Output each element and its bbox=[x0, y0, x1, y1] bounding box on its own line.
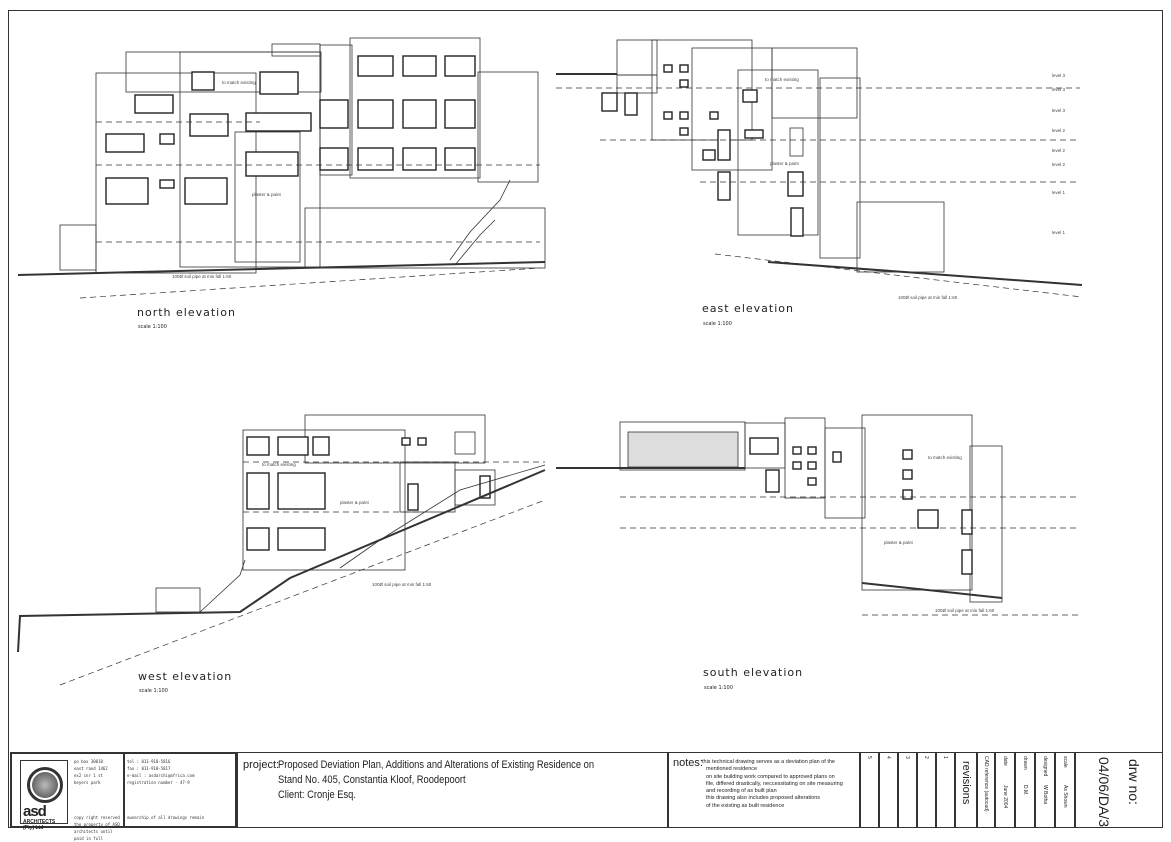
north-elevation-scale: scale 1:100 bbox=[138, 324, 167, 330]
asd-architects-logo: asd ARCHITECTS (Pty) Ltd bbox=[20, 760, 68, 831]
west-note-plaster: plaster & paint bbox=[340, 500, 369, 505]
project-client: Client: Cronje Esq. bbox=[278, 789, 356, 801]
north-elevation-drawing bbox=[17, 37, 546, 299]
project-stand: Stand No. 405, Constantia Kloof, Roodepo… bbox=[278, 774, 466, 786]
cad-reference-cell: CAD reference (autocad) . bbox=[977, 752, 995, 828]
west-elevation-scale: scale 1:100 bbox=[139, 688, 168, 694]
title-block-project: project: Proposed Deviation Plan, Additi… bbox=[237, 752, 668, 828]
level-marker: level 3 bbox=[1052, 87, 1066, 92]
level-marker: level 2 bbox=[1052, 162, 1066, 167]
east-note-plaster: plaster & paint bbox=[770, 161, 799, 166]
revision-row: 1 bbox=[936, 752, 955, 828]
east-elevation-drawing bbox=[556, 39, 1083, 298]
east-elevation-scale: scale 1:100 bbox=[703, 321, 732, 327]
revision-row: 2 bbox=[917, 752, 936, 828]
level-marker: level 1 bbox=[1052, 190, 1066, 195]
revisions-label-cell: revisions bbox=[955, 752, 977, 828]
east-note-match: to match existing bbox=[765, 77, 799, 82]
drawing-number-label: drw no: bbox=[1126, 759, 1142, 805]
drawing-number: 04/06/DA/3 bbox=[1096, 757, 1112, 828]
level-marker: level 3 bbox=[1052, 108, 1066, 113]
south-elevation-scale: scale 1:100 bbox=[704, 685, 733, 691]
west-elevation-title: west elevation bbox=[138, 670, 233, 683]
north-note-pipe: 100Ø soil pipe at min fall 1:60 bbox=[172, 274, 232, 279]
south-note-pipe: 100Ø soil pipe at min fall 1:60 bbox=[935, 608, 995, 613]
level-marker: level 2 bbox=[1052, 128, 1066, 133]
south-elevation-title: south elevation bbox=[703, 666, 804, 679]
elevation-drawings bbox=[17, 37, 1083, 686]
level-marker: level 3 bbox=[1052, 73, 1066, 78]
north-note-plaster: plaster & paint bbox=[252, 192, 281, 197]
level-marker: level 1 bbox=[1052, 230, 1066, 235]
title-block-notes: notes: this technical drawing serves as … bbox=[668, 752, 860, 828]
east-note-pipe: 100Ø soil pipe at min fall 1:60 bbox=[898, 295, 958, 300]
revision-row: 3 bbox=[898, 752, 917, 828]
south-note-plaster: plaster & paint bbox=[884, 540, 913, 545]
south-elevation-drawing bbox=[556, 414, 1080, 616]
level-marker: level 2 bbox=[1052, 148, 1066, 153]
revision-row: 4 bbox=[879, 752, 898, 828]
north-elevation-title: north elevation bbox=[137, 306, 236, 319]
drawing-number-cell: drw no: 04/06/DA/3 bbox=[1075, 752, 1163, 828]
revision-row: 5 bbox=[860, 752, 879, 828]
north-note-match: to match existing bbox=[222, 80, 256, 85]
east-elevation-title: east elevation bbox=[702, 302, 794, 315]
west-elevation-drawing bbox=[17, 414, 546, 686]
west-note-match: to match existing bbox=[262, 462, 296, 467]
south-note-match: to match existing bbox=[928, 455, 962, 460]
ownership-note: ownership of all drawings remain bbox=[127, 815, 205, 820]
notes-text: this technical drawing serves as a devia… bbox=[702, 759, 843, 809]
west-note-pipe: 100Ø soil pipe at min fall 1:60 bbox=[372, 582, 432, 587]
project-description: Proposed Deviation Plan, Additions and A… bbox=[278, 759, 595, 771]
